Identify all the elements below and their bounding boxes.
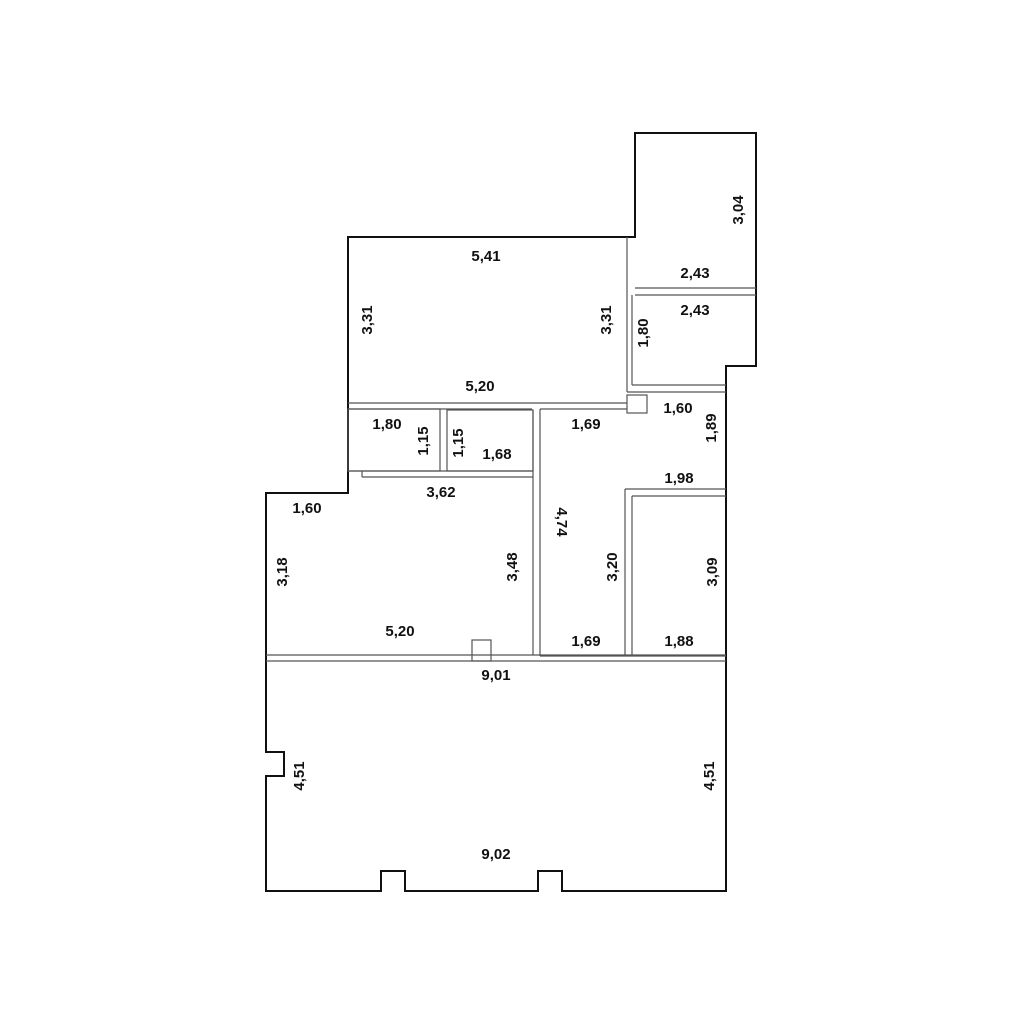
dim-hall-corner-width: 1,60	[663, 400, 692, 417]
dim-mid-room-left: 3,18	[274, 557, 291, 586]
dim-big-room-bottom: 9,02	[481, 846, 510, 863]
dim-balcony-right: 3,04	[730, 195, 747, 225]
dim-top-room-right: 3,31	[598, 305, 615, 334]
inner-walls	[266, 237, 756, 662]
dim-mid-room-right: 3,48	[504, 552, 521, 581]
dim-top-room-top: 5,41	[471, 248, 500, 265]
dim-small-room-a-width: 1,80	[372, 416, 401, 433]
dimension-labels: 5,41 3,31 3,31 5,20 3,04 2,43 2,43 1,80 …	[274, 195, 747, 863]
dim-big-room-left: 4,51	[291, 761, 308, 790]
dim-top-room-bottom: 5,20	[465, 378, 494, 395]
dim-top-room-left: 3,31	[359, 305, 376, 334]
outer-wall	[265, 132, 757, 892]
dim-corridor-room-height: 3,20	[604, 552, 621, 581]
dim-small-room-b-width: 1,68	[482, 446, 511, 463]
dim-balcony-lower-height: 1,80	[635, 318, 652, 347]
dim-corridor-length: 4,74	[553, 507, 570, 537]
dim-hall-corner-height: 1,89	[703, 413, 720, 442]
dim-mid-room-notch: 1,60	[292, 500, 321, 517]
dim-mid-room-bottom: 5,20	[385, 623, 414, 640]
dim-mid-room-top: 3,62	[426, 484, 455, 501]
dim-balcony-upper-width: 2,43	[680, 265, 709, 282]
dim-right-room-top: 1,98	[664, 470, 693, 487]
dim-hall-top: 1,69	[571, 416, 600, 433]
dim-corridor-bottom: 1,69	[571, 633, 600, 650]
dim-big-room-top: 9,01	[481, 667, 510, 684]
dim-balcony-lower-width: 2,43	[680, 302, 709, 319]
dim-big-room-right: 4,51	[701, 761, 718, 790]
dim-right-room-height: 3,09	[704, 557, 721, 586]
dim-small-room-b-height: 1,15	[450, 428, 467, 457]
dim-small-room-a-height: 1,15	[415, 426, 432, 455]
dim-right-room-bottom: 1,88	[664, 633, 693, 650]
